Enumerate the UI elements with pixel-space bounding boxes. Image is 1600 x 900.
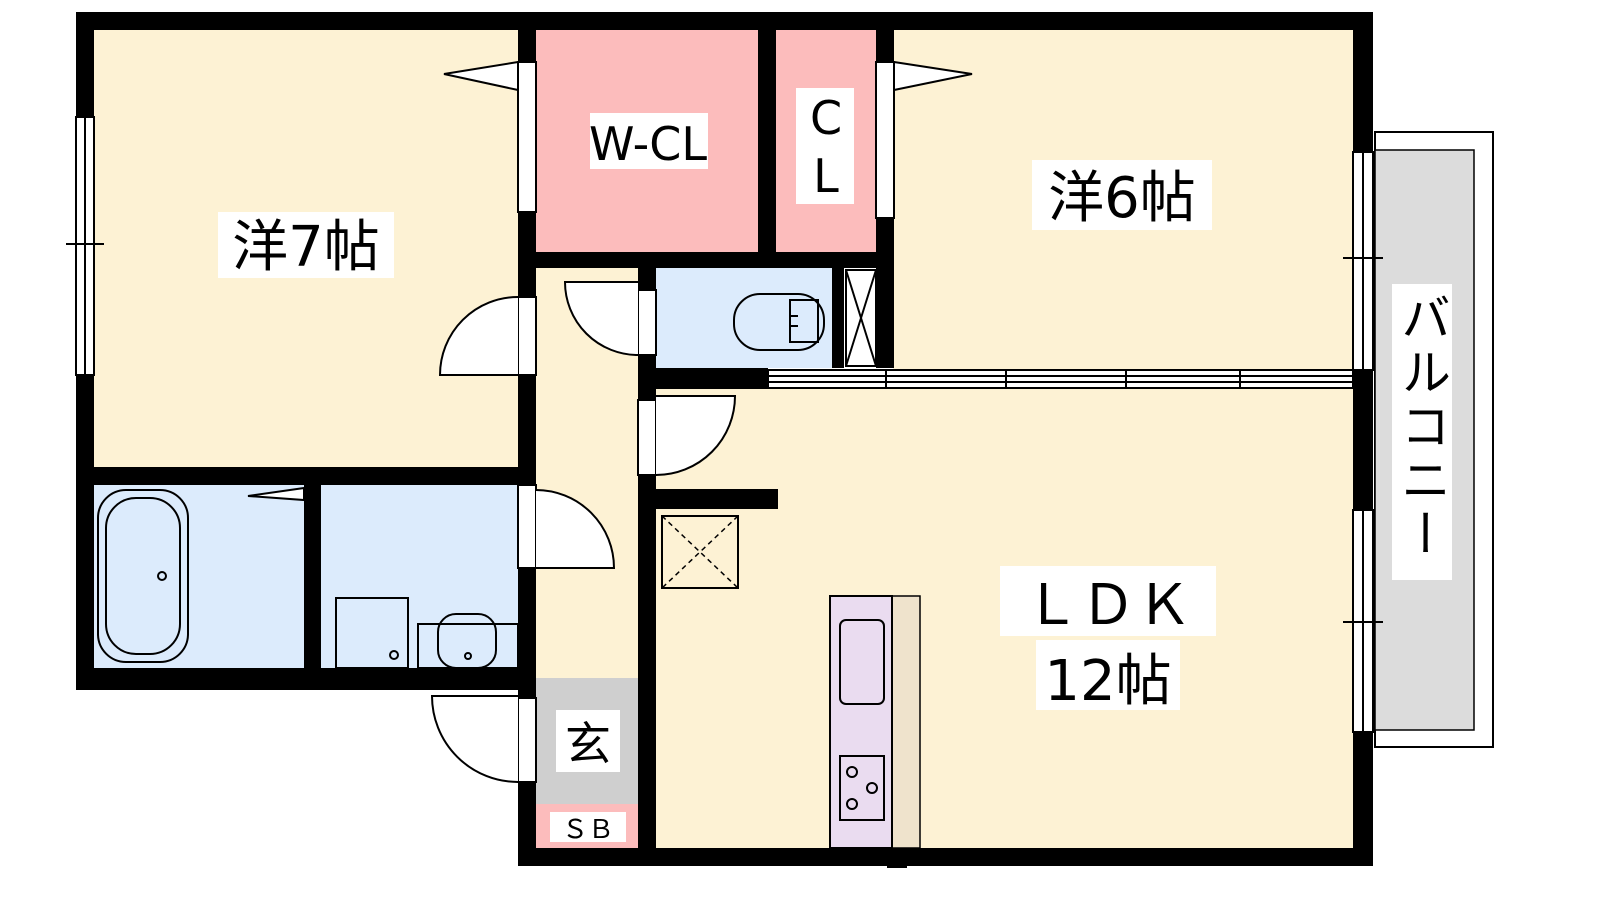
- label-western-6: 洋6帖: [1048, 166, 1196, 231]
- floors: [94, 30, 1494, 848]
- refrigerator-space: [661, 515, 739, 589]
- bathtub: [97, 489, 189, 663]
- label-walk-in-closet: W-CL: [589, 117, 707, 171]
- label-entrance: 玄: [565, 717, 611, 771]
- label-ldk: ＬＤＫ: [1024, 573, 1192, 638]
- label-western-7: 洋7帖: [232, 215, 380, 280]
- label-ldk-size: 12帖: [1044, 649, 1171, 714]
- kitchen-sink: [839, 619, 885, 705]
- room-labels: 洋7帖 W-CL C L 洋6帖 ＬＤＫ 12帖 玄 ＳＢ バルコニー: [218, 88, 1452, 845]
- wash-basin: [417, 623, 519, 669]
- washing-machine: [335, 597, 409, 669]
- doors: [430, 281, 737, 783]
- closet-doors: [247, 60, 973, 502]
- label-balcony: バルコニー: [1393, 292, 1451, 562]
- label-closet-l: L: [813, 149, 839, 203]
- kitchen-side-counter: [889, 595, 921, 849]
- windows: [66, 116, 1383, 733]
- stove: [839, 755, 885, 821]
- fixtures: [97, 269, 921, 849]
- label-closet-c: C: [810, 91, 842, 145]
- sliding-partition: [767, 369, 1354, 389]
- label-shoe-box: ＳＢ: [562, 815, 614, 845]
- toilet-fixture: [733, 293, 825, 351]
